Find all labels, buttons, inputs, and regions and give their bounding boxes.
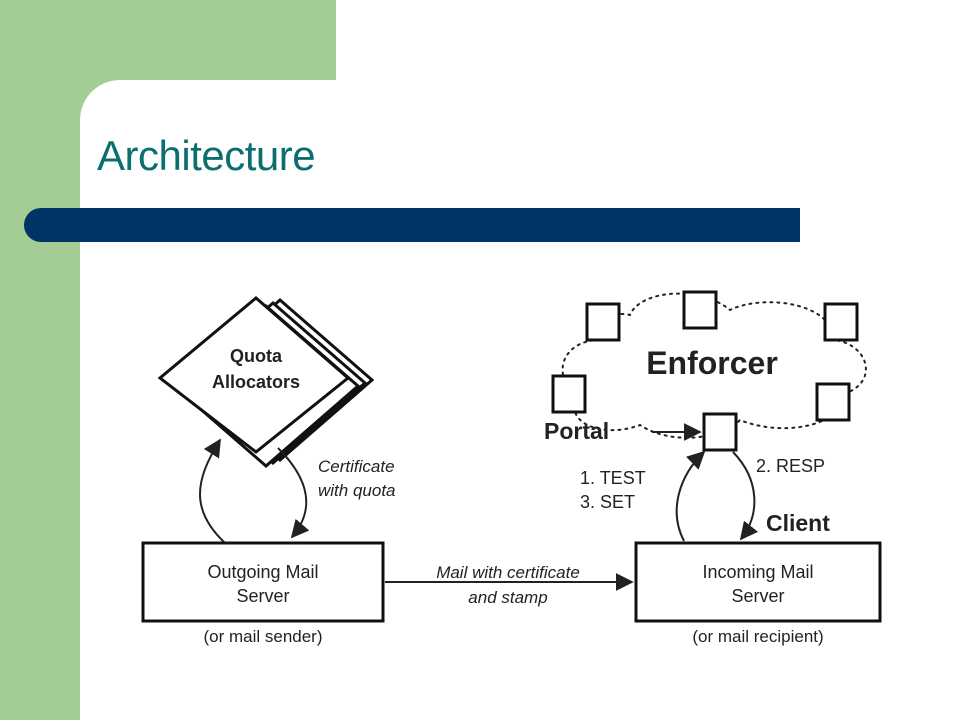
outgoing-mail-server-node: Outgoing Mail Server (or mail sender)	[141, 541, 385, 646]
enforcer-node	[815, 382, 851, 422]
portal-label: Portal	[544, 418, 609, 444]
certificate-label-line2: with quota	[318, 481, 396, 500]
outgoing-server-label-line2: Server	[236, 586, 289, 606]
quota-allocators-label-line1: Quota	[230, 346, 283, 366]
certificate-arrow-down	[277, 447, 310, 539]
slide-title: Architecture	[97, 132, 316, 179]
quota-allocators-label-line2: Allocators	[212, 372, 300, 392]
allocator-diamond-front	[157, 296, 351, 454]
title-underline-bar	[24, 208, 800, 242]
set-label: 3. SET	[580, 492, 635, 512]
accent-green-top-band	[0, 0, 336, 80]
enforcer-node	[585, 302, 621, 342]
incoming-server-caption: (or mail recipient)	[692, 627, 823, 646]
incoming-server-label-line2: Server	[731, 586, 784, 606]
outgoing-server-label-line1: Outgoing Mail	[207, 562, 318, 582]
portal-node	[702, 412, 738, 452]
resp-arrow	[732, 451, 759, 541]
mail-label-line2: and stamp	[468, 588, 547, 607]
outgoing-server-box	[141, 541, 385, 623]
test-set-arrow	[675, 450, 706, 542]
client-label: Client	[766, 510, 830, 536]
enforcer-node	[551, 374, 587, 414]
enforcer-node	[682, 290, 718, 330]
incoming-server-label-line1: Incoming Mail	[702, 562, 813, 582]
test-label: 1. TEST	[580, 468, 646, 488]
certificate-label-line1: Certificate	[318, 457, 395, 476]
incoming-server-box	[634, 541, 882, 623]
accent-green-left-band	[0, 0, 80, 720]
resp-label: 2. RESP	[756, 456, 825, 476]
mail-label-line1: Mail with certificate	[436, 563, 580, 582]
enforcer-node	[823, 302, 859, 342]
request-arrow-up	[199, 438, 226, 544]
incoming-mail-server-node: Incoming Mail Server (or mail recipient)	[634, 541, 882, 646]
enforcer-label: Enforcer	[646, 345, 778, 381]
outgoing-server-caption: (or mail sender)	[203, 627, 322, 646]
quota-allocators-node: Quota Allocators	[157, 296, 375, 468]
